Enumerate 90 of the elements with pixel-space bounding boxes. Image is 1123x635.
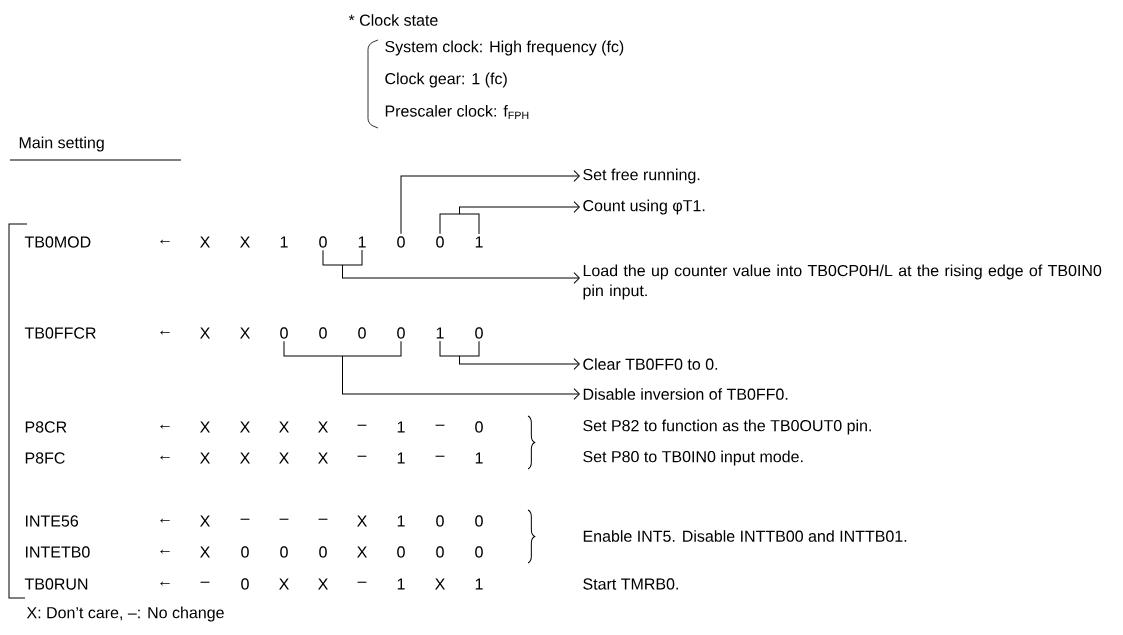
description-text: Load the up counter value into TB0CP0H/L at the rising edge of TB0IN0 pin input.: [583, 264, 1102, 300]
bit-value: 0: [241, 546, 249, 558]
bit-value: X: [279, 421, 289, 433]
bit-value: –: [435, 455, 445, 457]
bit-value: X: [279, 578, 289, 590]
bit-value: 0: [475, 546, 483, 558]
bit-value: –: [200, 581, 210, 583]
register-name: TB0RUN: [24, 578, 88, 590]
bit-value: X: [357, 515, 367, 527]
bit-value: X: [200, 515, 210, 527]
bit-value: 1: [397, 452, 405, 464]
bit-value: 0: [397, 327, 405, 339]
bit-value: 0: [475, 515, 483, 527]
bit-value: X: [200, 236, 210, 248]
bit-value: 0: [475, 327, 483, 339]
description-text: Set P80 to TB0IN0 input mode.: [583, 450, 803, 466]
leader-line: [439, 340, 580, 370]
bit-value: –: [357, 581, 367, 583]
assign-arrow: ←: [160, 239, 170, 244]
bit-value: –: [357, 455, 367, 457]
register-name: TB0MOD: [24, 236, 91, 248]
bit-value: 0: [280, 327, 288, 339]
register-name: INTE56: [26, 515, 79, 527]
bit-value: X: [200, 452, 210, 464]
footnote: X: Don’t care, –: No change: [26, 606, 224, 622]
bit-value: 0: [436, 546, 444, 558]
bit-value: X: [240, 421, 250, 433]
register-name: TB0FFCR: [24, 327, 96, 339]
register-name: P8FC: [25, 452, 65, 464]
bit-value: 0: [358, 327, 366, 339]
note-heading: * Clock state: [348, 14, 438, 26]
bit-value: X: [318, 452, 328, 464]
bit-value: 0: [397, 546, 405, 558]
assign-arrow: ←: [160, 581, 170, 586]
register-name: INTETB0: [26, 546, 90, 558]
leader-line: [283, 340, 580, 400]
bit-value: X: [357, 546, 367, 558]
bit-value: 1: [397, 515, 405, 527]
description-text: Start TMRB0.: [583, 578, 678, 590]
description-text: Clear TB0FF0 to 0.: [583, 358, 718, 370]
bit-value: 1: [397, 421, 405, 433]
bit-value: –: [240, 518, 250, 520]
note-text: System clock: High frequency (fc): [385, 40, 624, 56]
description-text: Count using φT1.: [583, 199, 705, 215]
leader-line: [400, 170, 580, 235]
bit-value: X: [240, 452, 250, 464]
bit-value: –: [279, 518, 289, 520]
bit-value: –: [318, 518, 328, 520]
bit-value: X: [318, 578, 328, 590]
bit-value: X: [318, 421, 328, 433]
bit-value: X: [200, 546, 210, 558]
bit-value: X: [200, 421, 210, 433]
assign-arrow: ←: [160, 549, 170, 554]
bit-value: 0: [319, 327, 327, 339]
bit-value: –: [357, 424, 367, 426]
bit-value: 1: [475, 236, 483, 248]
assign-arrow: ←: [160, 518, 170, 523]
bit-value: 1: [475, 452, 483, 464]
assign-arrow: ←: [160, 424, 170, 429]
bit-value: 1: [397, 578, 405, 590]
bit-value: 1: [358, 236, 366, 248]
bit-value: X: [435, 578, 445, 590]
bit-value: 0: [319, 546, 327, 558]
assign-arrow: ←: [160, 330, 170, 335]
note-text: Clock gear: 1 (fc): [385, 72, 507, 88]
bit-value: 1: [280, 236, 288, 248]
description-text: Disable inversion of TB0FF0.: [583, 388, 788, 400]
note-text: Prescaler clock: f$_{FPH}$: [385, 105, 529, 119]
register-name: P8CR: [25, 421, 67, 433]
leader-line: [439, 201, 580, 235]
bit-value: 1: [436, 327, 444, 339]
assign-arrow: ←: [160, 455, 170, 460]
description-text: Set P82 to function as the TB0OUT0 pin.: [583, 419, 871, 435]
description-text: Enable INT5. Disable INTTB00 and INTTB01.: [583, 530, 907, 542]
bit-value: 1: [475, 578, 483, 590]
bit-value: –: [435, 424, 445, 426]
bit-value: X: [240, 236, 250, 248]
bit-value: 0: [241, 578, 249, 590]
bit-value: 0: [397, 236, 405, 248]
bit-value: X: [279, 452, 289, 464]
bit-value: X: [200, 327, 210, 339]
leader-line: [322, 249, 580, 284]
bit-value: 0: [280, 546, 288, 558]
bit-value: 0: [436, 515, 444, 527]
bit-value: X: [240, 327, 250, 339]
section-heading: Main setting: [19, 136, 104, 152]
bit-value: 0: [475, 421, 483, 433]
bit-value: 0: [319, 236, 327, 248]
description-text: Set free running.: [583, 168, 700, 184]
bit-value: 0: [436, 236, 444, 248]
